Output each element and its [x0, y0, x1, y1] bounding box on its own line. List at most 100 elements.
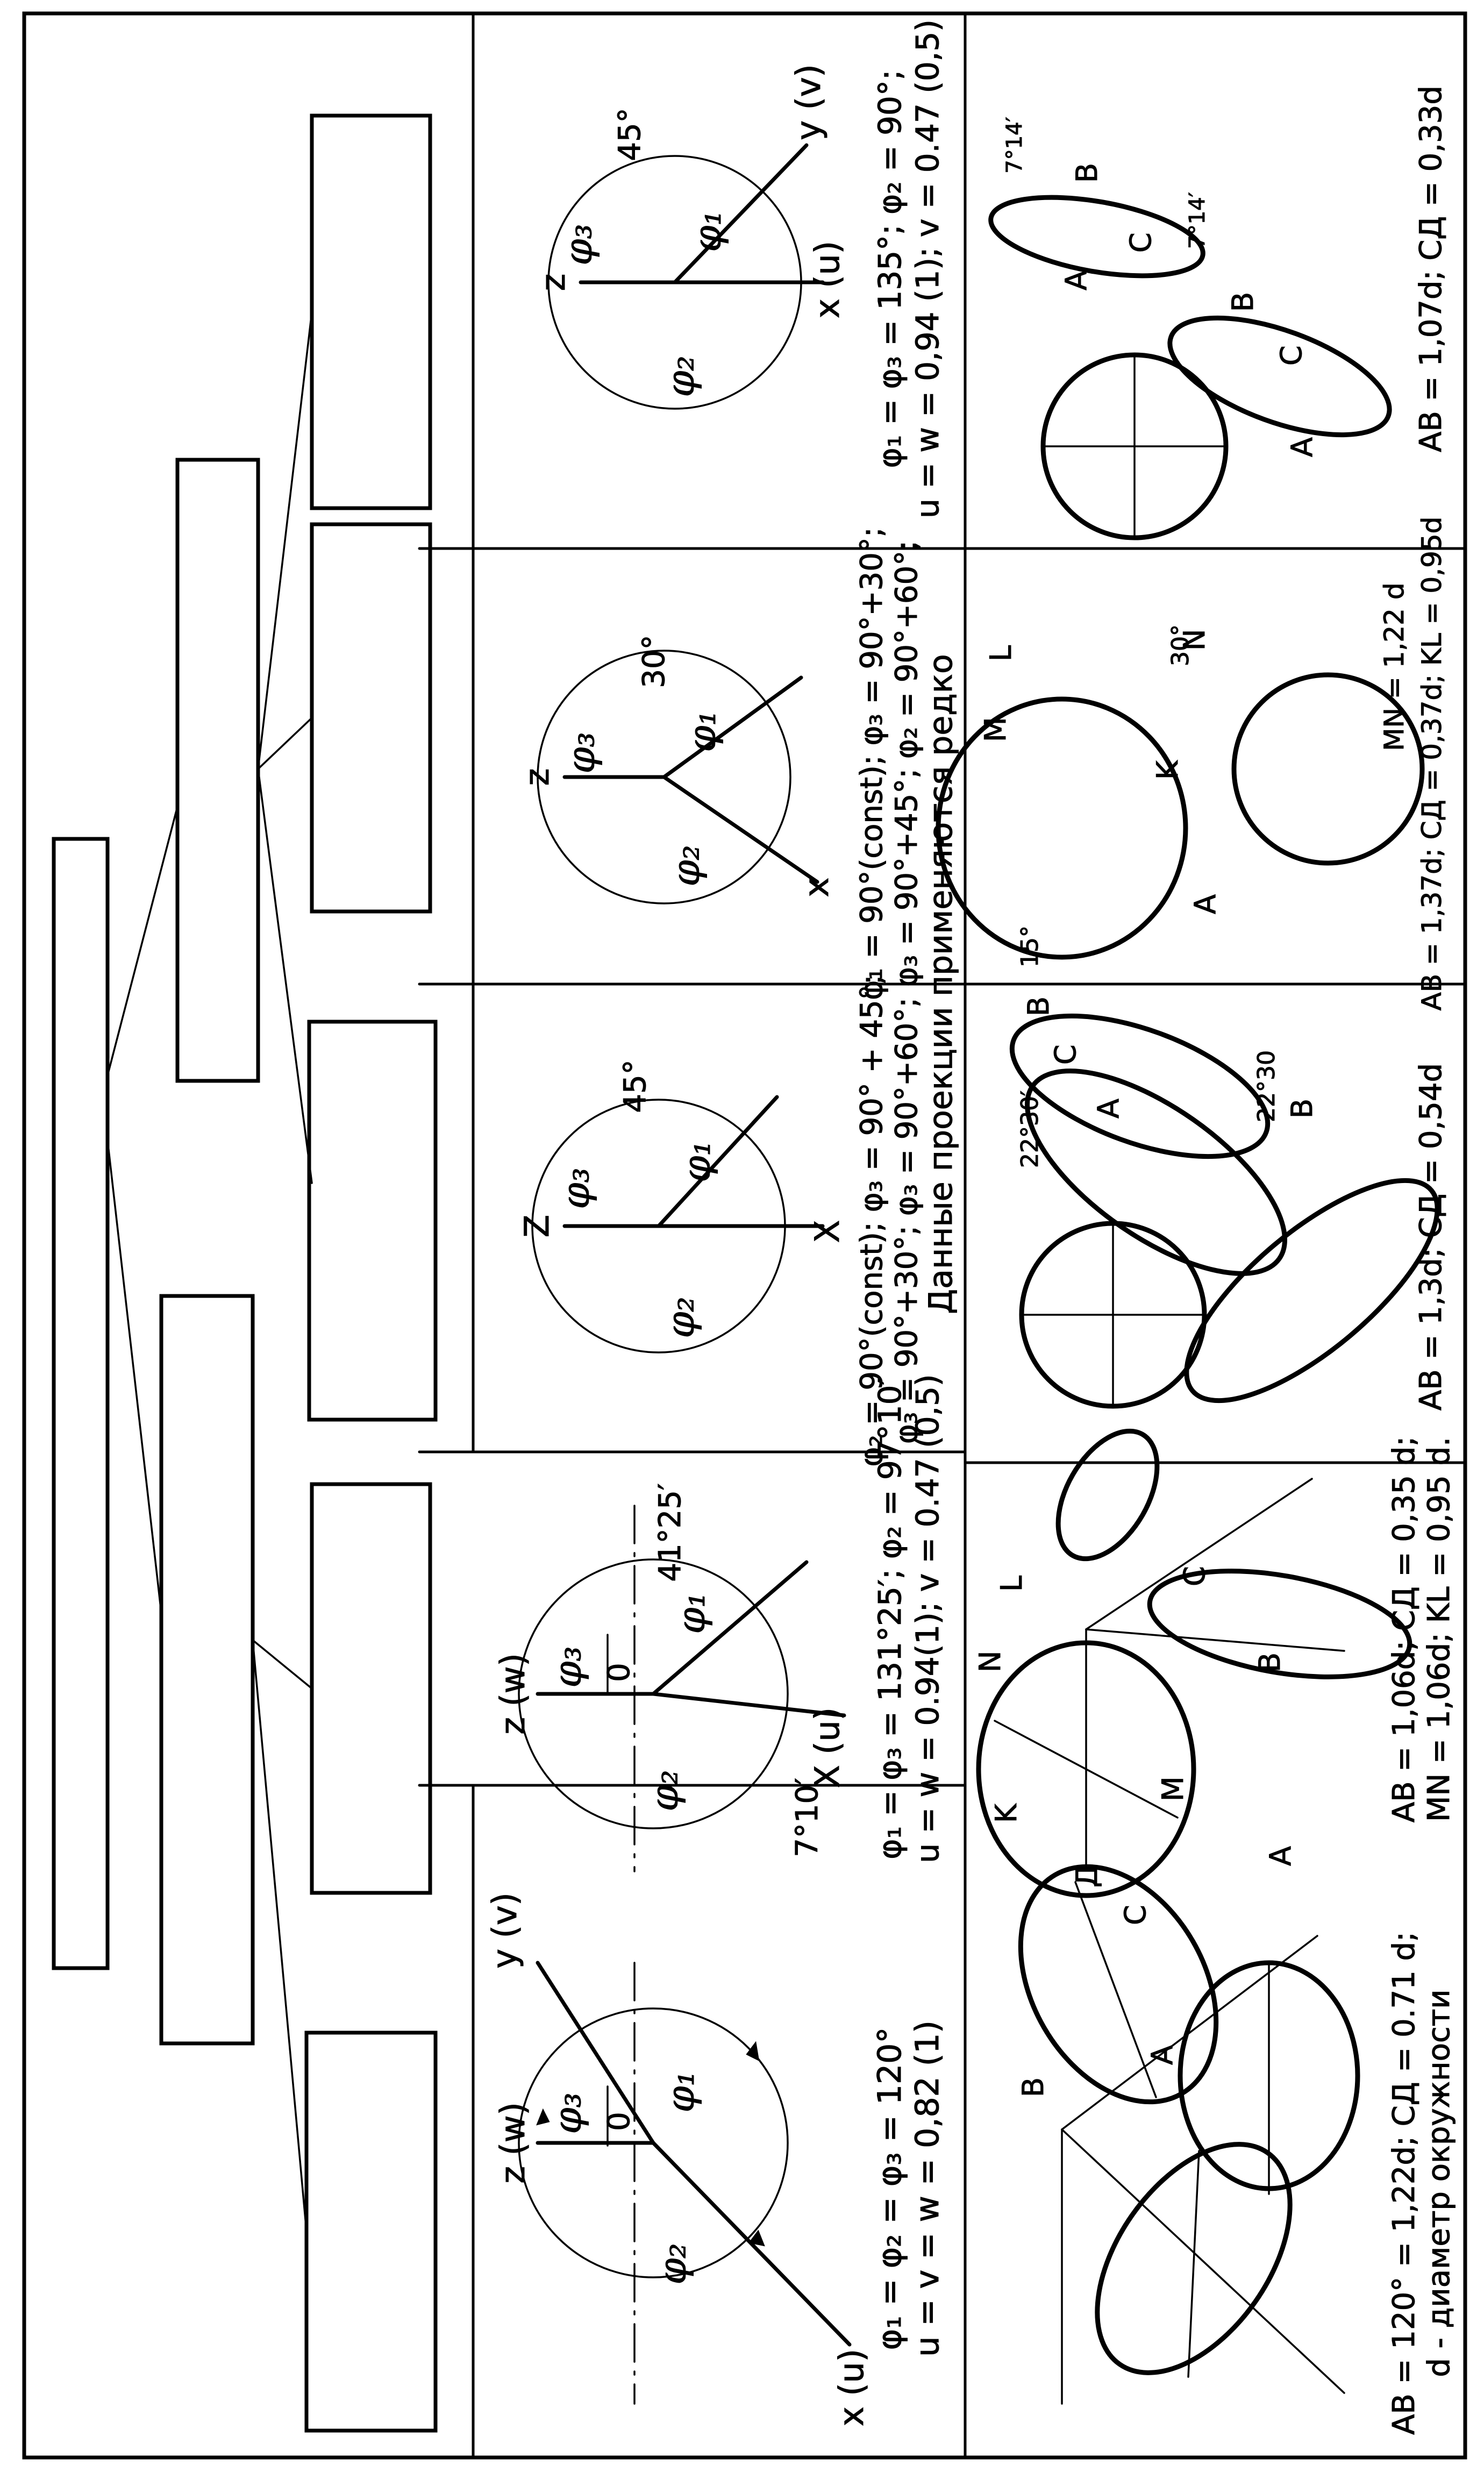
p1-y-label: y (v) [485, 1892, 524, 1968]
svg-text:A: A [1264, 1846, 1297, 1866]
p5-phi3-label: φ₃ [556, 224, 601, 265]
p1-arc-arrow-3 [748, 2229, 765, 2247]
sheet-frame [22, 11, 1467, 2460]
p2-x-label: X (u) [808, 1707, 847, 1788]
p2-formula-2: u = w = 0.94(1); v = 0.47 (0,5) [909, 1374, 946, 1863]
p3-formula-1: φ₂ = 90°(const); φ₃ = 90° + 45°; [854, 974, 889, 1466]
svg-text:B: B [1253, 1652, 1287, 1672]
tree-leaf-box-2 [310, 1482, 432, 1895]
p4-x-axis [662, 775, 819, 884]
p34-note: Данные проекции применяются редко [922, 654, 960, 1314]
svg-text:A: A [1059, 270, 1093, 290]
e2-formula-2: MN = 1,06d; KL = 0,95 d. [1422, 1437, 1457, 1822]
p3-phi1-label: φ₁ [675, 1141, 719, 1182]
p4-phi3-label: φ₃ [559, 732, 603, 773]
e4-formula-2: MN = 1,22 d [1379, 582, 1410, 751]
p5-z-label: z [533, 274, 573, 291]
svg-text:C: C [1048, 1044, 1082, 1065]
tree-leaf-box-1 [304, 2031, 438, 2433]
p1-phi1-label: φ₁ [659, 2071, 703, 2112]
tree-leaf-box-5 [310, 113, 432, 510]
p1-arc-arrow-1 [536, 2108, 550, 2126]
p4-y-axis [662, 675, 803, 779]
p3-x-label: X [808, 1220, 847, 1243]
p2-circle [518, 1558, 789, 1829]
p2-angle-a: 41°25′ [653, 1483, 688, 1581]
e5-ellipse-2 [1167, 315, 1392, 438]
svg-text:A: A [1188, 894, 1222, 914]
svg-text:M: M [979, 717, 1012, 742]
e4-circle [1231, 672, 1425, 866]
p1-origin-label: 0 [602, 2112, 637, 2131]
p5-y-axis [673, 143, 809, 284]
p4-x-label: x [797, 878, 836, 897]
svg-text:B: B [1022, 996, 1055, 1016]
p4-formula-1: φ₁ = 90°(const); φ₃ = 90°+30°; [854, 527, 889, 1000]
svg-text:A: A [1145, 2045, 1179, 2065]
e5-ellipse-1 [988, 195, 1205, 279]
p2-phi1-label: φ₁ [669, 1592, 714, 1634]
svg-text:C: C [1118, 1905, 1152, 1925]
svg-text:L: L [995, 1576, 1029, 1592]
e4-ellipse-2 [1009, 1013, 1271, 1159]
svg-text:A: A [1285, 437, 1319, 457]
e3-formula-1: AB = 1,3d; CД = 0,54d [1414, 1063, 1449, 1410]
p2-z-label: z (w) [493, 1653, 532, 1734]
e5-angle-1: 7°14′ [1002, 117, 1027, 173]
ellipse-point-labels: A B C Д A B C K N L M A C B A B M N K L … [973, 162, 1319, 2097]
p5-formula-2: u = w = 0,94 (1); v = 0.47 (0,5) [909, 19, 946, 518]
ellipses-5 [988, 195, 1392, 540]
p2-phi3-label: φ₃ [546, 1646, 590, 1687]
p1-x-label: x (u) [832, 2349, 871, 2426]
p3-z-label: Z [517, 1215, 556, 1237]
svg-text:N: N [973, 1651, 1007, 1672]
p1-circle [518, 2007, 789, 2278]
svg-text:K: K [989, 1803, 1023, 1823]
classification-tree [52, 113, 438, 2433]
e4-angle-2: 30° [1167, 624, 1194, 666]
p1-formula-1: φ₁ = φ₂ = φ₃ = 120° [871, 2027, 909, 2350]
svg-text:C: C [1274, 345, 1308, 366]
e4-ellipse-1 [936, 696, 1188, 960]
p2-y-axis [651, 1560, 809, 1696]
p4-formula-2: φ₃ = 90°+45°; φ₂ = 90°+60°; [889, 540, 924, 987]
e1-formula-1: AB = 120° = 1,22d; CД = 0.71 d; [1387, 1932, 1422, 2435]
tree-leaf-box-4 [310, 522, 432, 914]
p5-formula-1: φ₁ = φ₃ = 135°; φ₂ = 90°; [872, 70, 908, 468]
svg-text:A: A [1091, 1099, 1125, 1119]
svg-text:N: N [1178, 629, 1211, 651]
p3-y-axis [657, 1095, 779, 1228]
panel-4 [537, 650, 819, 904]
e2-ellipse-top [1147, 1569, 1412, 1679]
ellipses-4 [936, 672, 1425, 1159]
e5-angle-2: 7°14′ [1185, 192, 1210, 248]
svg-text:L: L [984, 645, 1018, 661]
e1-ellipse-top [1095, 2142, 1293, 2375]
e4-formula-1: AB = 1,37d; CД = 0,37d; KL = 0,95d [1416, 517, 1447, 1011]
ellipses-3 [1019, 1068, 1440, 1409]
tree-level2-box-a [159, 1294, 255, 2046]
tree-connectors [106, 311, 313, 2233]
svg-text:B: B [1226, 292, 1260, 312]
tree-root-box [52, 837, 110, 1970]
p3-formula-2: φ₃ = 90°+30°; φ₃ = 90°+60°; [889, 998, 924, 1444]
table-grid [418, 12, 1467, 2459]
panel-3 [531, 1095, 825, 1353]
p4-phi1-label: φ₁ [680, 710, 724, 752]
tree-level2-box-b [175, 458, 260, 1083]
svg-text:B: B [1016, 2077, 1050, 2097]
p5-phi1-label: φ₁ [686, 210, 730, 252]
p3-angle: 45° [618, 1059, 653, 1113]
p5-phi2-label: φ₂ [659, 355, 703, 397]
p2-x-axis [651, 1692, 846, 1718]
panel-1-isometry [518, 1961, 852, 2405]
e3-angle-1: 22°30′ [1016, 1091, 1044, 1168]
svg-text:B: B [1285, 1099, 1319, 1119]
panel-2-dimetry [518, 1505, 846, 1872]
tree-leaf-box-3 [307, 1020, 438, 1422]
ellipses-1 [1018, 1864, 1360, 2405]
p1-x-axis [651, 2141, 852, 2347]
p2-phi2-label: φ₂ [643, 1770, 687, 1811]
